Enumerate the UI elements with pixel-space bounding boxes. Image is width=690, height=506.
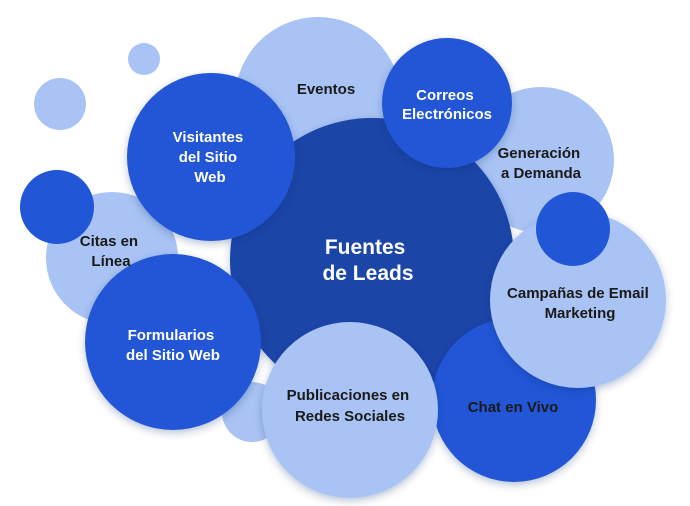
- label-formularios: Formularios del Sitio Web: [126, 327, 220, 364]
- label-eventos: Eventos: [297, 81, 355, 98]
- label-correos: Correos Electrónicos: [402, 87, 492, 123]
- decor-bubble-left-top: [34, 78, 86, 130]
- label-chat: Chat en Vivo: [468, 399, 559, 416]
- bubble-campanas: [490, 212, 666, 388]
- bubble-center: [230, 118, 514, 402]
- label-generacion: Generación a Demanda: [498, 145, 585, 182]
- label-citas: Citas en Línea: [80, 233, 143, 270]
- decor-bubble-small-top: [128, 43, 160, 75]
- label-campanas: Campañas de Email Marketing: [507, 285, 653, 322]
- center-title: Fuentes de Leads: [322, 236, 413, 285]
- decor-bubble-left-mid: [20, 170, 94, 244]
- decor-bubble-right: [536, 192, 610, 266]
- label-publicaciones: Publicaciones en Redes Sociales: [287, 387, 414, 425]
- bubble-formularios: [85, 254, 261, 430]
- label-visitantes: Visitantes del Sitio Web: [173, 129, 248, 186]
- bubble-publicaciones: [262, 322, 438, 498]
- bubble-visitantes: [127, 73, 295, 241]
- bubble-correos: [382, 38, 512, 168]
